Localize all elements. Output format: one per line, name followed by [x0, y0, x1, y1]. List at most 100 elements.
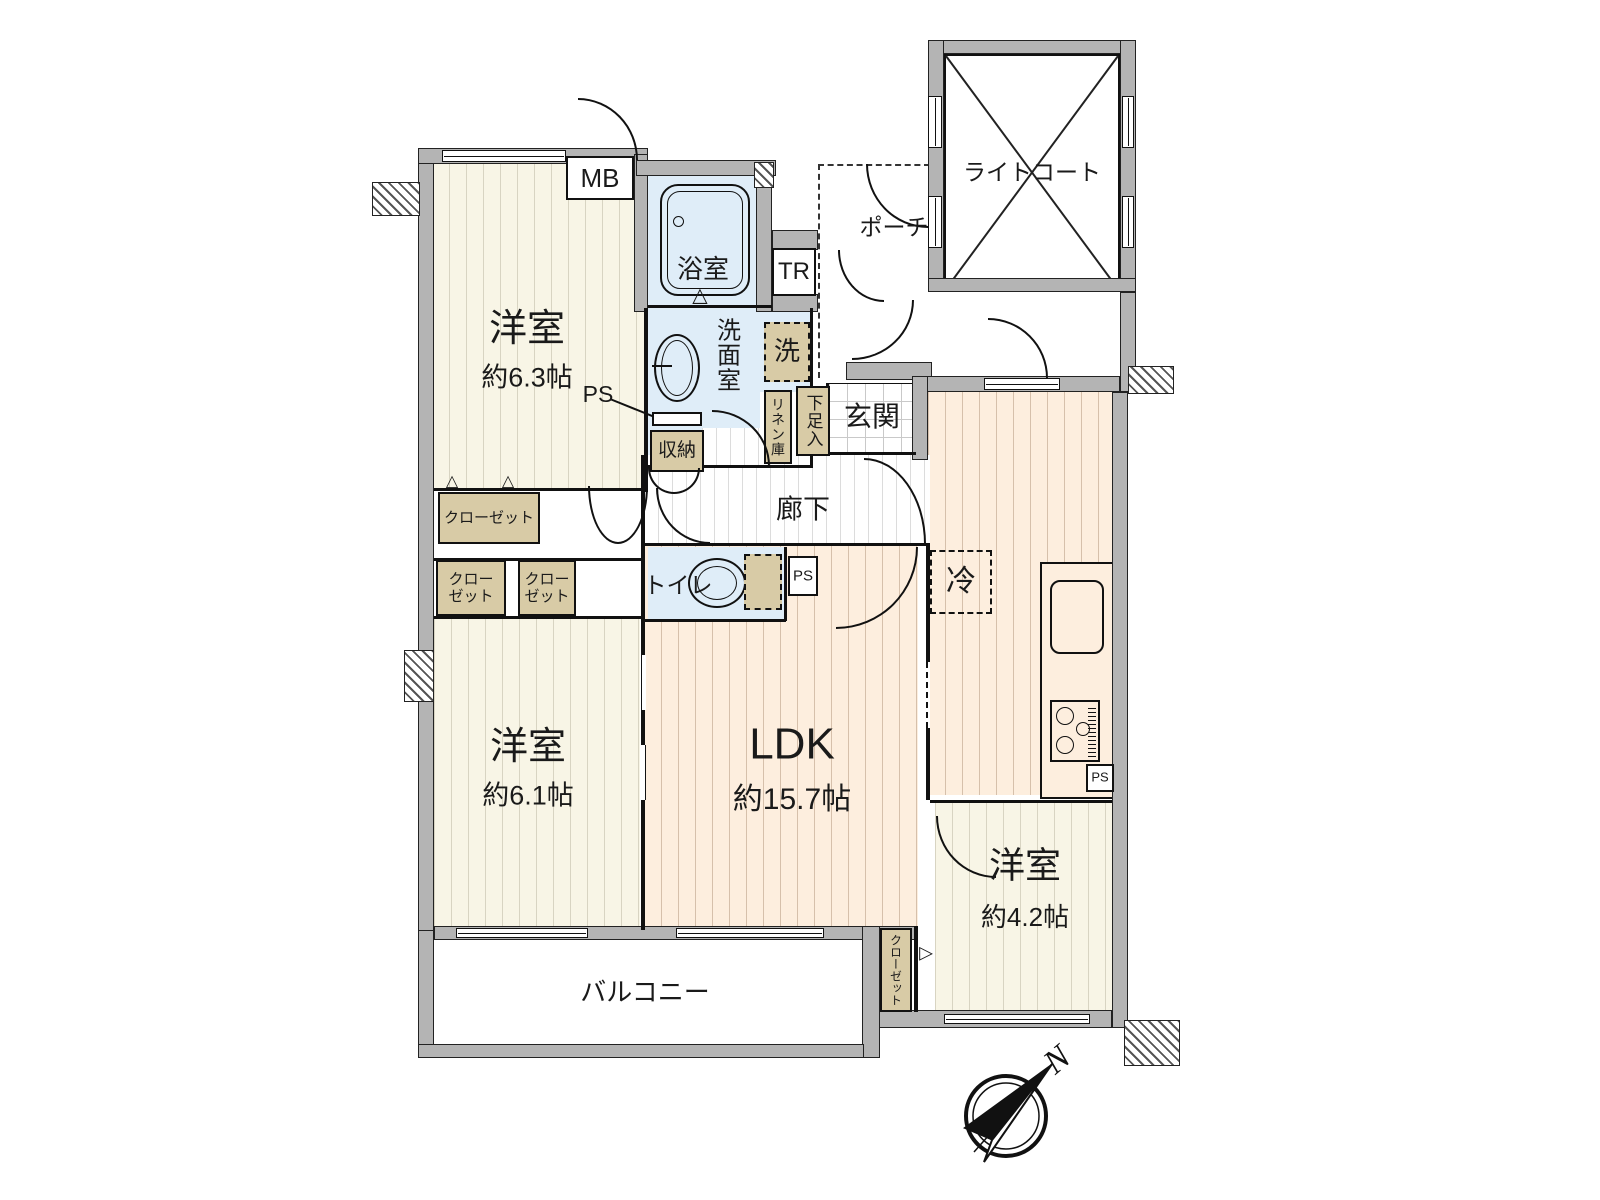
- toilet-tank: [744, 554, 782, 610]
- hatch-top-left: [372, 182, 420, 216]
- window-room61-south: [456, 928, 588, 938]
- meter-box-label: MB: [580, 163, 620, 194]
- sliding-door-gap-1: [641, 655, 646, 710]
- closet-box-1: [438, 492, 540, 544]
- western-room-6_1-floor: [434, 618, 640, 930]
- wash-basin: [652, 334, 700, 402]
- light-court-label: ライトコート: [963, 158, 1101, 185]
- wall-mb-divider: [634, 154, 648, 312]
- wall-tr-top: [772, 230, 818, 250]
- faucet-icon: [652, 365, 672, 367]
- partition-entrance-step: [828, 452, 916, 455]
- western-room-6_3-floor: [432, 162, 644, 490]
- pipe-space-kitchen-box: [1086, 764, 1114, 792]
- window-lightcourt-left-2: [928, 196, 942, 248]
- room63-size-label: 約6.3帖: [481, 362, 573, 393]
- storage-label: 収納: [657, 440, 697, 462]
- window-room63-north: [442, 150, 566, 162]
- room61-name-label: 洋室: [489, 726, 567, 769]
- window-kitchen-north: [984, 378, 1060, 390]
- refrigerator-space: [930, 550, 992, 614]
- hatch-left-mid: [404, 650, 434, 702]
- partition-kitchen-ldk-upper: [926, 545, 930, 622]
- room42-size-label: 約4.2帖: [980, 902, 1070, 933]
- closet1-label: クローゼット: [443, 509, 535, 527]
- trunk-room-label: TR: [778, 258, 810, 286]
- wall-entrance-right: [912, 376, 928, 460]
- closet3-label: クロー ゼット: [524, 571, 569, 606]
- wall-left-main: [418, 148, 434, 936]
- partition-room42-top: [930, 800, 1112, 803]
- light-court-area: [944, 54, 1120, 291]
- trunk-room-box: [772, 248, 816, 296]
- room42-name-label: 洋室: [988, 844, 1062, 886]
- window-lightcourt-right-2: [1122, 196, 1134, 248]
- wall-lightcourt-bottom: [928, 278, 1136, 292]
- partition-closet-row-top: [434, 558, 644, 561]
- door-arc-north-service: [578, 98, 638, 160]
- linen-closet-box: [764, 390, 792, 464]
- entrance-label: 玄関: [843, 400, 901, 432]
- wall-balcony-right: [862, 926, 880, 1058]
- closet-box-2: [436, 560, 506, 616]
- partition-washroom-left: [644, 308, 648, 492]
- hatch-bottom-right: [1124, 1020, 1180, 1066]
- ps-kitchen-label: PS: [1091, 769, 1109, 785]
- wall-right-main: [1112, 392, 1128, 1028]
- wall-bath-right: [756, 176, 772, 312]
- closet4-label: クローゼット: [888, 934, 903, 1006]
- washer-label: 洗: [773, 336, 801, 367]
- compass: N: [962, 1040, 1080, 1163]
- ps-washroom-label: PS: [582, 380, 614, 407]
- partition-toilet-bottom: [644, 619, 786, 622]
- kitchen-sink: [1050, 580, 1104, 654]
- pipe-space-washroom-box: [652, 412, 702, 426]
- ps-toilet-label: PS: [792, 567, 814, 585]
- toilet-label: トイレ: [643, 571, 713, 598]
- refrigerator-label: 冷: [946, 564, 976, 598]
- wall-lightcourt-right: [1120, 40, 1136, 292]
- closet4-fold-icon: ▷: [919, 942, 933, 963]
- closet1-fold-icon-b: △: [501, 472, 515, 490]
- shoe-box-label: 下足入: [803, 394, 823, 448]
- ldk-size-label: 約15.7帖: [732, 782, 852, 816]
- partition-room63-bottom: [434, 488, 644, 491]
- partition-toilet-right: [784, 547, 787, 621]
- window-ldk-south: [676, 928, 824, 938]
- pipe-space-toilet-box: [788, 556, 818, 596]
- corridor-label: 廊下: [776, 494, 830, 525]
- partition-closet4-right: [914, 926, 918, 1012]
- partition-corridor-south: [644, 543, 930, 546]
- closet-box-4: [880, 928, 912, 1012]
- shoe-box: [796, 386, 830, 456]
- storage-box: [650, 430, 704, 472]
- bathroom-label: 浴室: [676, 254, 730, 285]
- window-lightcourt-right-1: [1122, 96, 1134, 148]
- room61-size-label: 約6.1帖: [482, 780, 574, 811]
- bathtub-inner-line: [667, 191, 743, 289]
- partition-bath-washroom: [648, 305, 772, 308]
- wall-lightcourt-top: [928, 40, 1136, 54]
- closet2-label: クロー ゼット: [448, 571, 493, 606]
- linen-closet-label: リネン庫: [770, 397, 786, 457]
- room63-name-label: 洋室: [488, 308, 566, 351]
- wall-lightcourt-left: [928, 40, 944, 292]
- wall-balcony-bottom: [418, 1044, 864, 1058]
- wash-basin-inner: [661, 340, 693, 396]
- stove: [1050, 700, 1100, 762]
- closet3-line2: ゼット: [524, 588, 570, 605]
- bathroom-door-fold-icon: △: [692, 284, 708, 307]
- closet1-fold-icon-a: △: [445, 472, 459, 490]
- burner-2-icon: [1056, 736, 1074, 754]
- balcony-floor: [434, 930, 862, 1046]
- washroom-label: 洗面室: [712, 317, 740, 393]
- door-arc-washroom: [712, 410, 770, 466]
- closet3-line1: クロー: [524, 570, 570, 588]
- bathtub-drain-icon: [673, 216, 684, 227]
- grill-icon: [1088, 705, 1096, 757]
- partition-washroom-bottom: [646, 465, 812, 468]
- window-room42-south: [944, 1014, 1090, 1024]
- partition-kitchen-opening: [926, 662, 930, 728]
- porch-label: ポーチ: [859, 213, 929, 240]
